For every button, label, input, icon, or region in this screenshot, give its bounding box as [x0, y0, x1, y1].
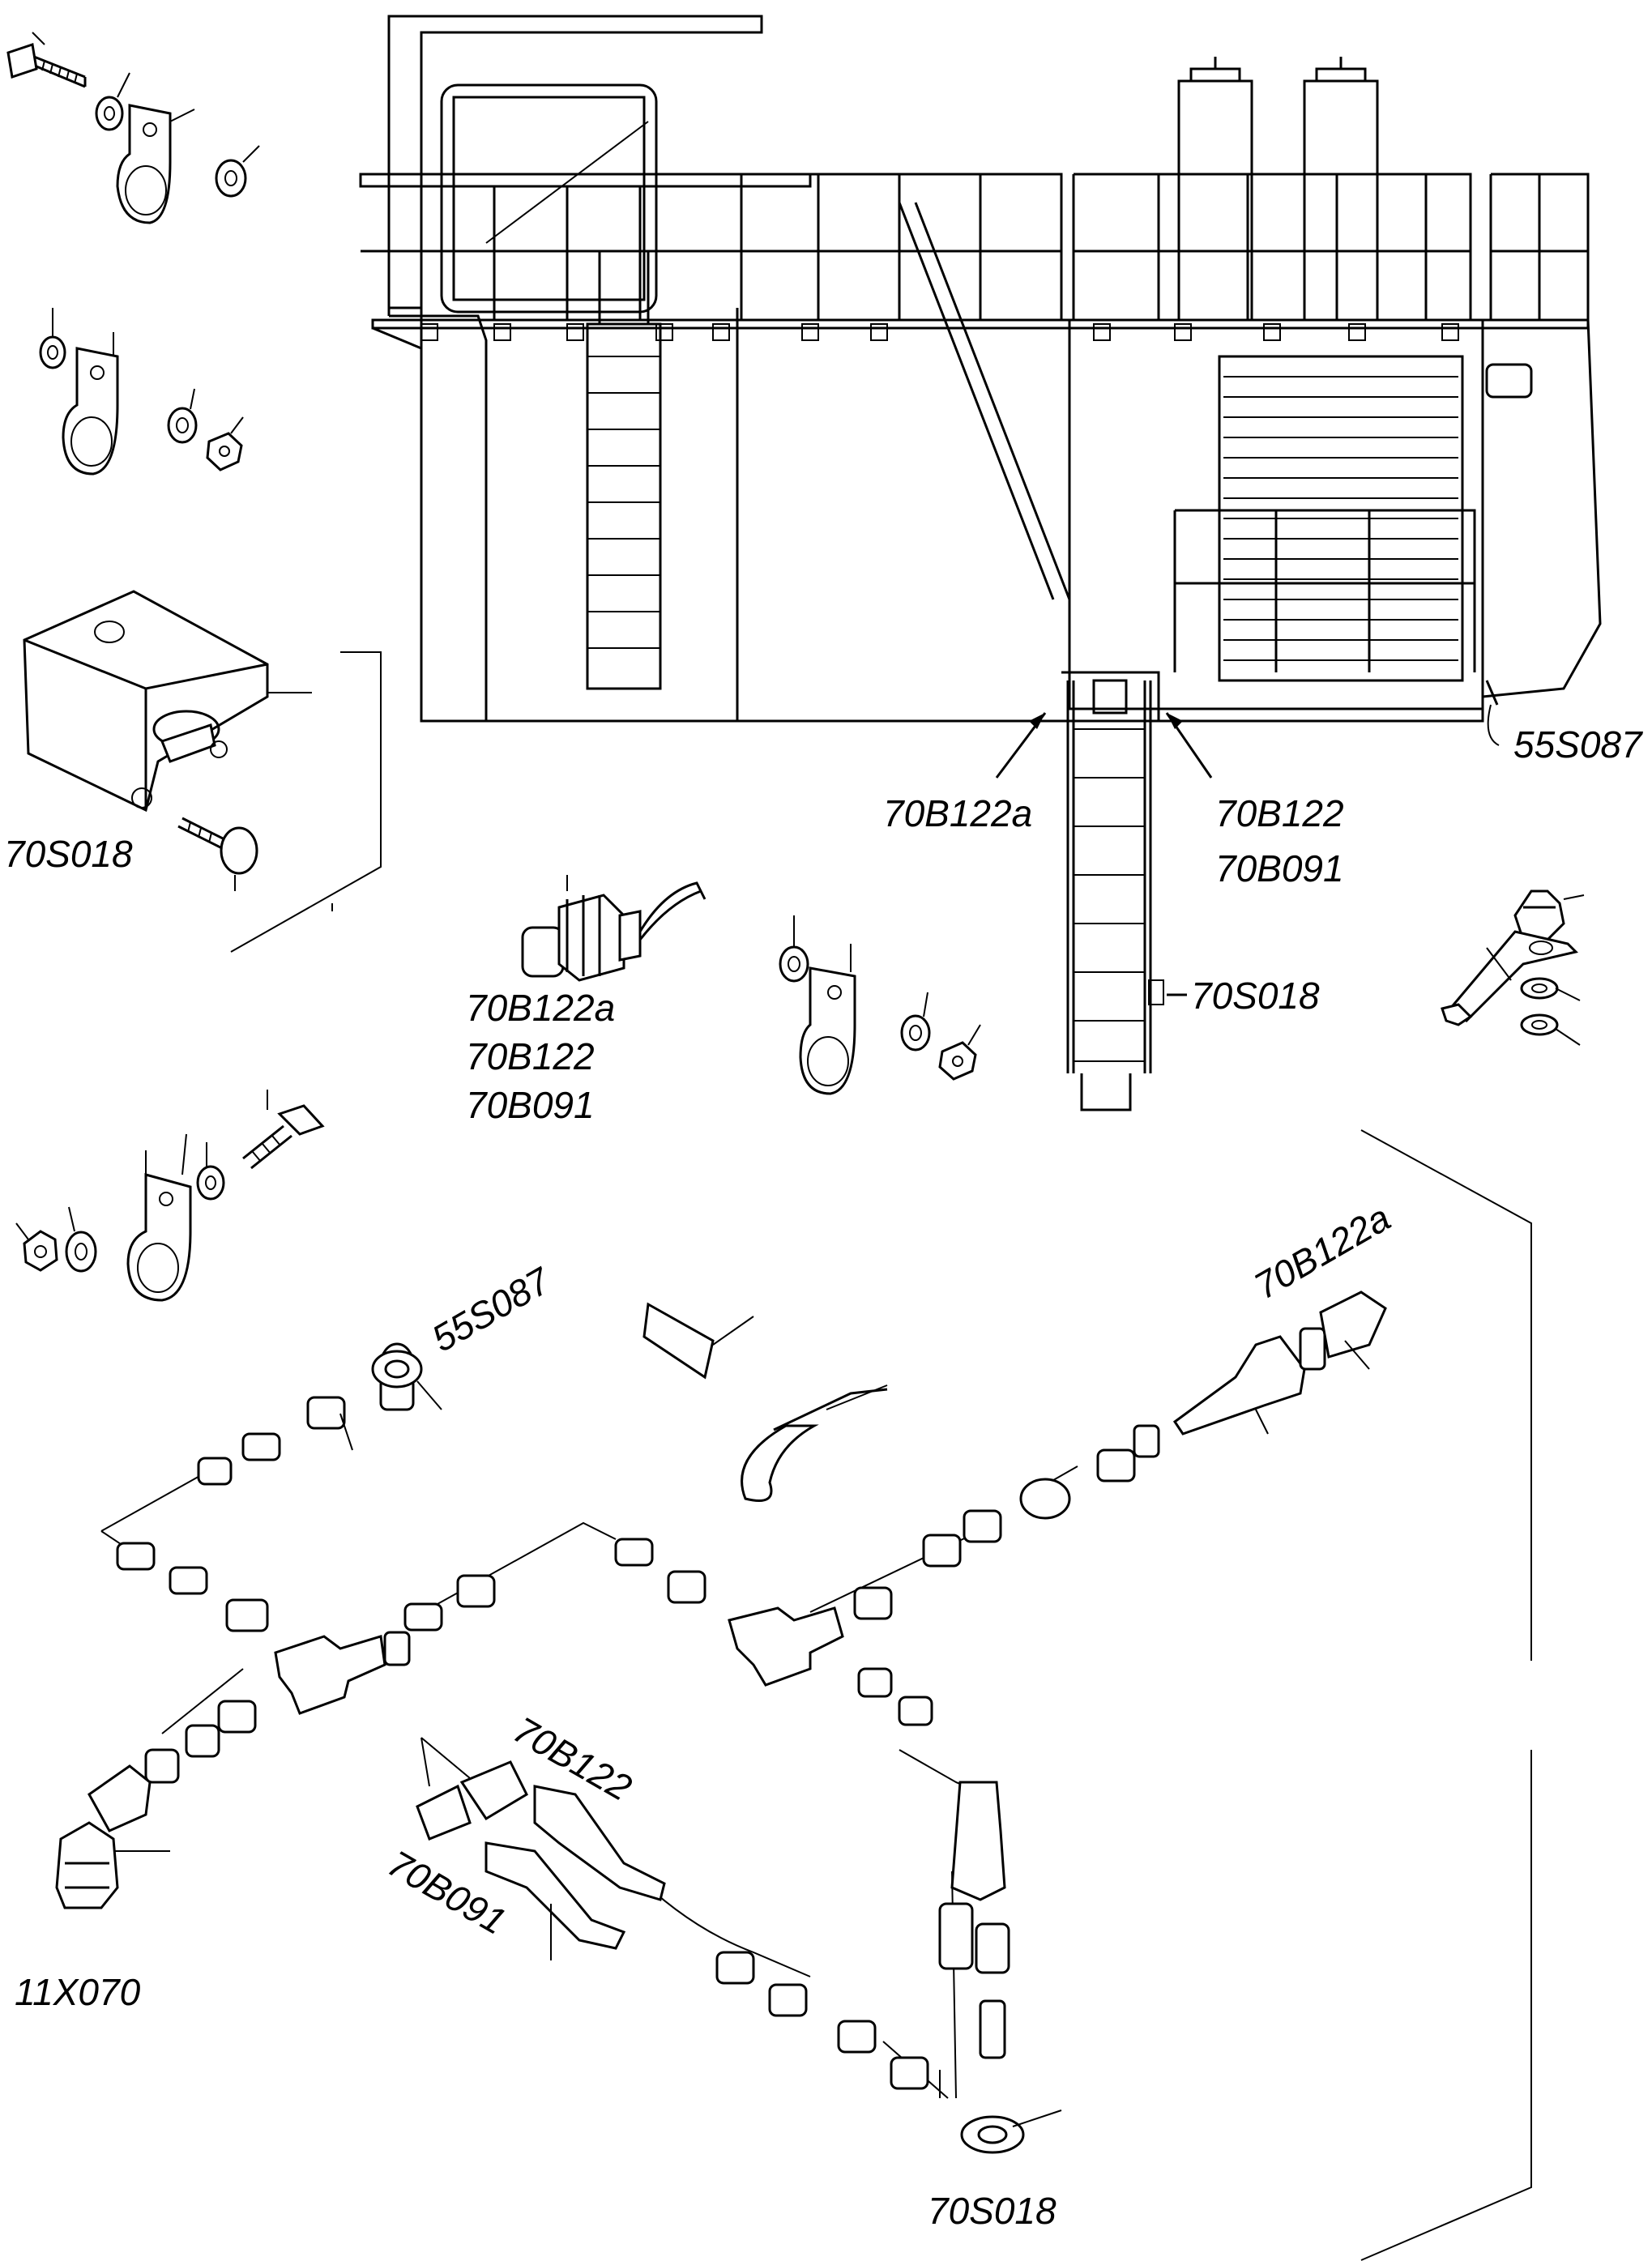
label-70S018-ladder: 70S018: [1191, 975, 1320, 1017]
proximity-sensor-icon: [521, 875, 706, 982]
sensor-cover-icon: [23, 590, 382, 953]
callout-line-right-lower: [1360, 1750, 1532, 2261]
clamp-icon: [116, 104, 195, 224]
screw-icon: [177, 817, 258, 891]
label-70B122-sensor: 70B122: [466, 1035, 595, 1077]
top-leaders: [995, 680, 1500, 996]
clamp-group-3: [779, 915, 981, 1095]
deck-brackets: [420, 323, 1459, 341]
label-55S087-harness: 55S087: [425, 1259, 558, 1360]
label-70B122a-harness: 70B122a: [1247, 1197, 1398, 1308]
access-ladder: [1066, 679, 1164, 1111]
radiator-grille: [1223, 376, 1458, 661]
machine-body: [359, 15, 1602, 723]
label-70B122-top: 70B122: [1215, 792, 1344, 834]
label-70S018-cover: 70S018: [4, 833, 133, 875]
label-70B091-sensor: 70B091: [466, 1084, 595, 1126]
bracket-icon: [1441, 889, 1585, 1046]
wiring-harness: [55, 1290, 1387, 2154]
clamp-group-4: [15, 1090, 325, 1302]
label-70S018-bottom: 70S018: [928, 2190, 1057, 2232]
label-70B091-top: 70B091: [1215, 847, 1344, 889]
washer-icon: [95, 72, 130, 131]
clamp-group-2: [39, 308, 244, 476]
callout-line-right: [1360, 1129, 1532, 1661]
bolt-icon: [6, 32, 87, 88]
washer-icon-2: [215, 145, 260, 198]
label-55S087-top: 55S087: [1513, 723, 1643, 766]
label-70B122a-top: 70B122a: [883, 792, 1032, 834]
label-70B122a-sensor: 70B122a: [466, 987, 615, 1029]
label-11X070: 11X070: [15, 1971, 141, 2013]
